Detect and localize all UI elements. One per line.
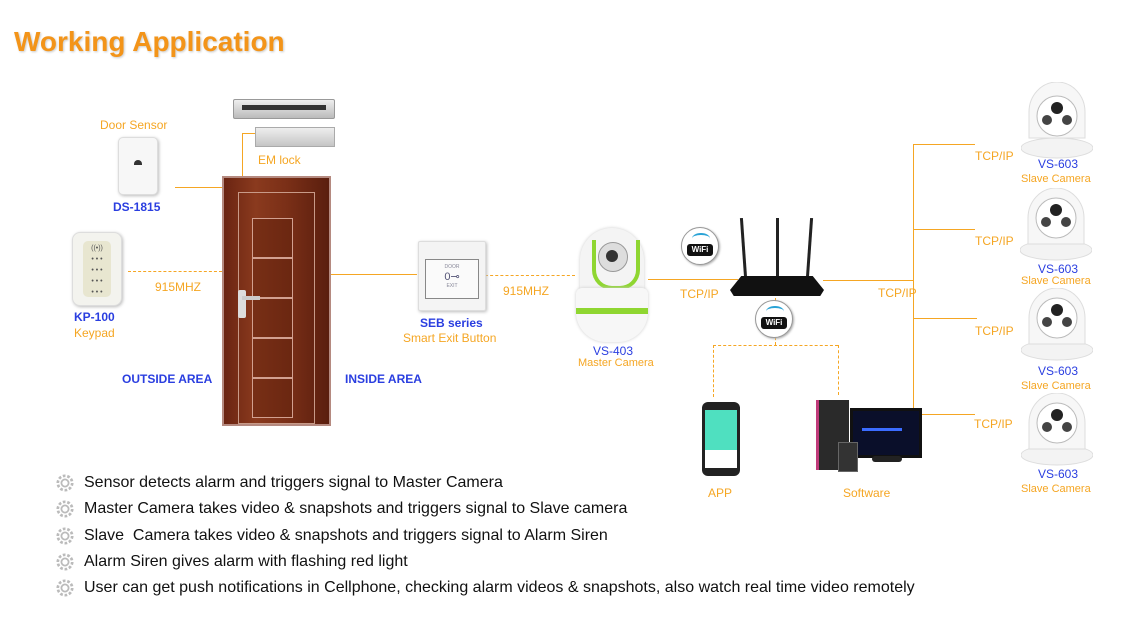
exit-button-model: SEB series [420, 316, 483, 330]
slave-branch [913, 414, 975, 415]
slave-camera-label: Slave Camera [1021, 275, 1091, 287]
wifi-badge-text: WiFi [761, 317, 787, 329]
slave-camera-label: Slave Camera [1021, 380, 1091, 392]
exit-button-exit-text: EXIT [446, 283, 458, 289]
em-lock-plate [255, 127, 335, 147]
router-slave-link-label: TCP/IP [878, 286, 917, 300]
slave-camera-label: Slave Camera [1021, 173, 1091, 185]
page-title: Working Application [14, 26, 285, 57]
feature-item: Slave Camera takes video & snapshots and… [56, 523, 915, 549]
software-link [838, 345, 839, 395]
wifi-icon: WiFi [755, 300, 793, 338]
slave-branch [913, 144, 975, 145]
keypad-label: Keypad [74, 326, 115, 340]
door-image [222, 176, 331, 426]
slave-link-label: TCP/IP [975, 234, 1014, 248]
emlock-line-v [242, 133, 243, 176]
gear-icon [56, 579, 74, 597]
slave-bus [913, 144, 914, 415]
exit-button-door-text: DOOR [444, 264, 460, 270]
camera-router-link-label: TCP/IP [680, 287, 719, 301]
sensor-line [175, 187, 222, 188]
slave-camera-model: VS-603 [1038, 364, 1079, 378]
wifi-badge-text: WiFi [687, 244, 713, 256]
slave-branch [913, 318, 977, 319]
feature-text: Slave Camera takes video & snapshots and… [84, 526, 608, 544]
gear-icon [56, 474, 74, 492]
software-label: Software [843, 486, 891, 500]
feature-item: User can get push notifications in Cellp… [56, 575, 915, 601]
keypad-link [128, 271, 222, 272]
inside-area-label: INSIDE AREA [345, 372, 422, 386]
feature-item: Sensor detects alarm and triggers signal… [56, 470, 915, 496]
computer-image [816, 398, 924, 474]
slave-link-label: TCP/IP [974, 417, 1013, 431]
exit-button-device: DOOR 0⊸ EXIT [418, 241, 486, 311]
exit-camera-link [485, 275, 575, 276]
feature-text: User can get push notifications in Cellp… [84, 579, 915, 597]
outside-area-label: OUTSIDE AREA [122, 372, 213, 386]
slave-camera-image [1020, 287, 1094, 366]
em-lock-label: EM lock [258, 153, 301, 167]
router-slave-line [823, 280, 913, 281]
slave-camera-image [1020, 81, 1094, 160]
slave-camera-label: Slave Camera [1021, 483, 1091, 495]
app-label: APP [708, 486, 733, 500]
client-link-h [713, 345, 838, 346]
slave-camera-model: VS-603 [1038, 262, 1079, 276]
router-image [730, 217, 824, 298]
keypad-model: KP-100 [74, 310, 115, 324]
feature-item: Alarm Siren gives alarm with flashing re… [56, 549, 915, 575]
slave-link-label: TCP/IP [975, 324, 1014, 338]
wifi-icon: WiFi [681, 227, 719, 265]
slave-camera-image [1020, 392, 1094, 471]
feature-item: Master Camera takes video & snapshots an… [56, 496, 915, 522]
app-link [713, 345, 714, 397]
slave-branch [913, 229, 975, 230]
door-sensor-model: DS-1815 [113, 200, 161, 214]
door-exit-line [331, 274, 417, 275]
keypad-link-label: 915MHZ [155, 280, 202, 294]
exit-link-label: 915MHZ [503, 284, 550, 298]
key-icon: 0⊸ [444, 271, 460, 283]
master-camera-model: VS-403 [593, 344, 634, 358]
master-camera-label: Master Camera [578, 357, 654, 369]
gear-icon [56, 527, 74, 545]
keypad-device: ((•))• • •• • •• • •• • • [72, 232, 122, 306]
feature-text: Sensor detects alarm and triggers signal… [84, 474, 503, 492]
slave-link-label: TCP/IP [975, 149, 1014, 163]
gear-icon [56, 553, 74, 571]
door-sensor-label: Door Sensor [100, 118, 168, 132]
emlock-line-h [242, 133, 255, 134]
exit-button-label: Smart Exit Button [403, 331, 497, 345]
feature-text: Alarm Siren gives alarm with flashing re… [84, 553, 408, 571]
slave-camera-image [1019, 187, 1093, 266]
slave-camera-model: VS-603 [1038, 157, 1079, 171]
camera-router-line [648, 279, 738, 280]
em-lock-magnet [233, 99, 335, 119]
gear-icon [56, 500, 74, 518]
phone-image [702, 402, 740, 476]
feature-text: Master Camera takes video & snapshots an… [84, 500, 628, 518]
master-camera-image [576, 228, 648, 342]
feature-list: Sensor detects alarm and triggers signal… [56, 470, 915, 601]
door-sensor-device [118, 137, 158, 195]
slave-camera-model: VS-603 [1038, 467, 1079, 481]
